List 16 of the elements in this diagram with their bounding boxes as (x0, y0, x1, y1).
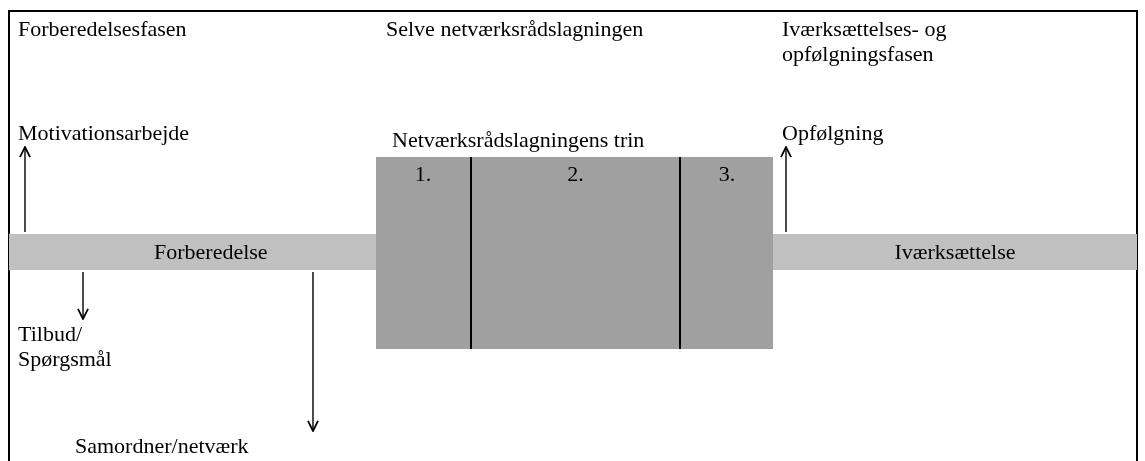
arrow (780, 146, 792, 233)
step-number: 2. (566, 161, 585, 186)
arrow (307, 271, 319, 432)
section-heading: Netværksrådslagningens trin (392, 127, 645, 152)
stage-label: Samordner/netværk (75, 433, 249, 458)
arrow (19, 146, 31, 233)
step-number: 3. (717, 161, 737, 186)
arrow (77, 271, 89, 320)
phase-heading: Iværksættelses- og opfølgningsfasen (782, 16, 948, 66)
phase-band: Forberedelse (9, 234, 376, 270)
phase-heading: Forberedelsesfasen (18, 16, 187, 41)
phase-heading: Selve netværksrådslagningen (386, 16, 644, 41)
phase-band: Iværksættelse (773, 234, 1137, 270)
stage-label: Opfølgning (782, 120, 884, 145)
stage-label: Motivationsarbejde (18, 120, 190, 145)
step-number: 1. (413, 161, 433, 186)
